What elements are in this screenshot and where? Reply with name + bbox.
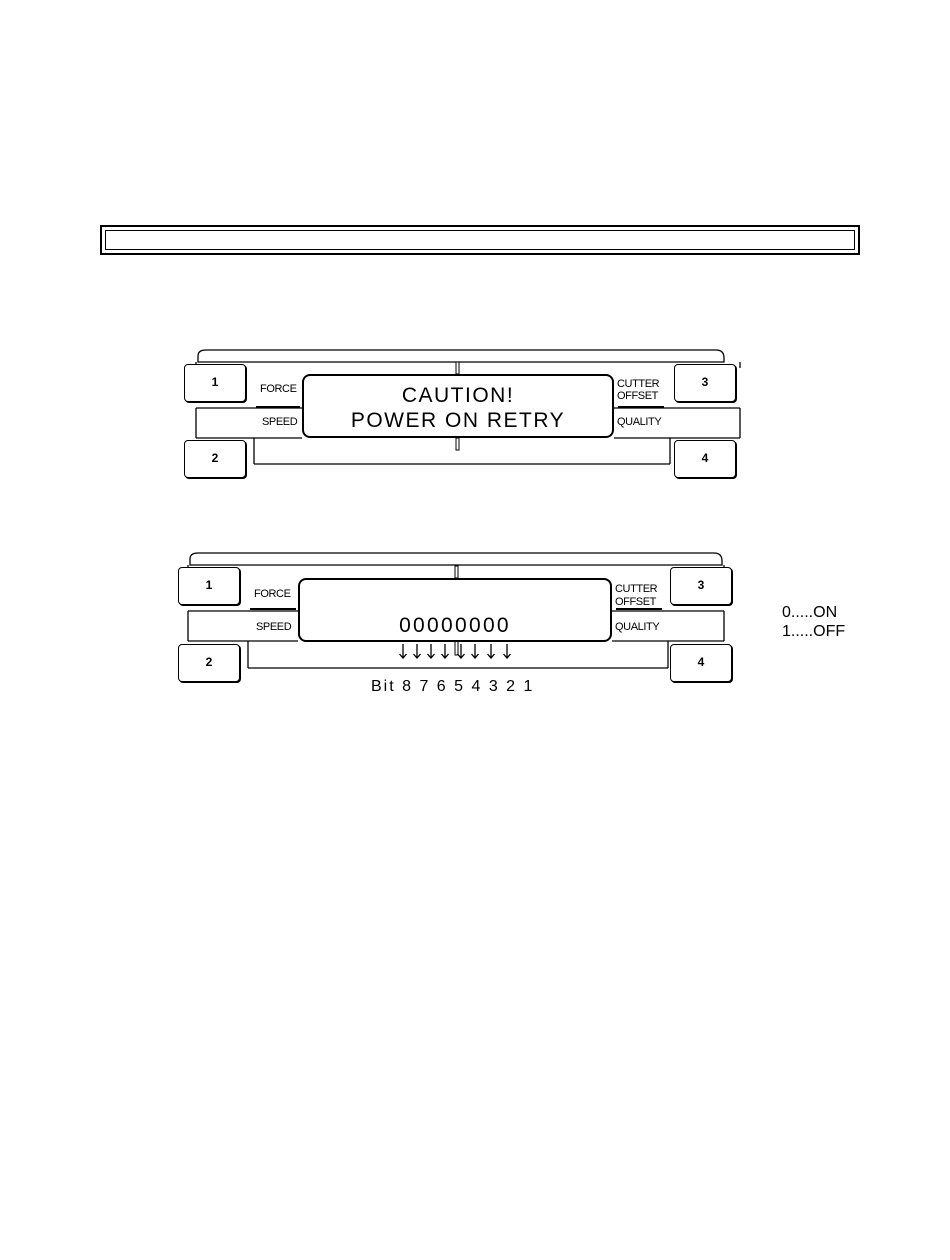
- display-line-1: CAUTION!: [304, 384, 612, 408]
- display-bits: 00000000: [300, 614, 610, 638]
- section-title-bar: [100, 225, 860, 255]
- lcd-display: 00000000: [298, 578, 612, 642]
- label-quality: QUALITY: [617, 416, 661, 428]
- display-line-2: POWER ON RETRY: [304, 409, 612, 433]
- legend: 0.....ON 1.....OFF: [782, 603, 845, 641]
- key-2[interactable]: 2: [178, 644, 240, 682]
- key-3[interactable]: 3: [670, 567, 732, 605]
- bit-number-label: Bit 8 7 6 5 4 3 2 1: [371, 678, 534, 696]
- key-1[interactable]: 1: [178, 567, 240, 605]
- legend-on: 0.....ON: [782, 603, 845, 622]
- key-4[interactable]: 4: [674, 440, 736, 478]
- label-speed: SPEED: [262, 416, 297, 428]
- key-2[interactable]: 2: [184, 440, 246, 478]
- label-offset: OFFSET: [617, 390, 658, 402]
- label-cutter: CUTTER: [615, 583, 657, 595]
- label-cutter: CUTTER: [617, 378, 659, 390]
- key-3[interactable]: 3: [674, 364, 736, 402]
- label-offset: OFFSET: [615, 596, 656, 608]
- label-force: FORCE: [254, 588, 291, 600]
- label-quality: QUALITY: [615, 621, 659, 633]
- legend-off: 1.....OFF: [782, 622, 845, 641]
- control-panel-caution: 1 2 3 4 FORCE SPEED CUTTER OFFSET QUALIT…: [0, 340, 950, 500]
- label-speed: SPEED: [256, 621, 291, 633]
- label-force: FORCE: [260, 383, 297, 395]
- lcd-display: CAUTION! POWER ON RETRY: [302, 374, 614, 438]
- section-title-bar-inner: [105, 230, 855, 250]
- key-4[interactable]: 4: [670, 644, 732, 682]
- key-1[interactable]: 1: [184, 364, 246, 402]
